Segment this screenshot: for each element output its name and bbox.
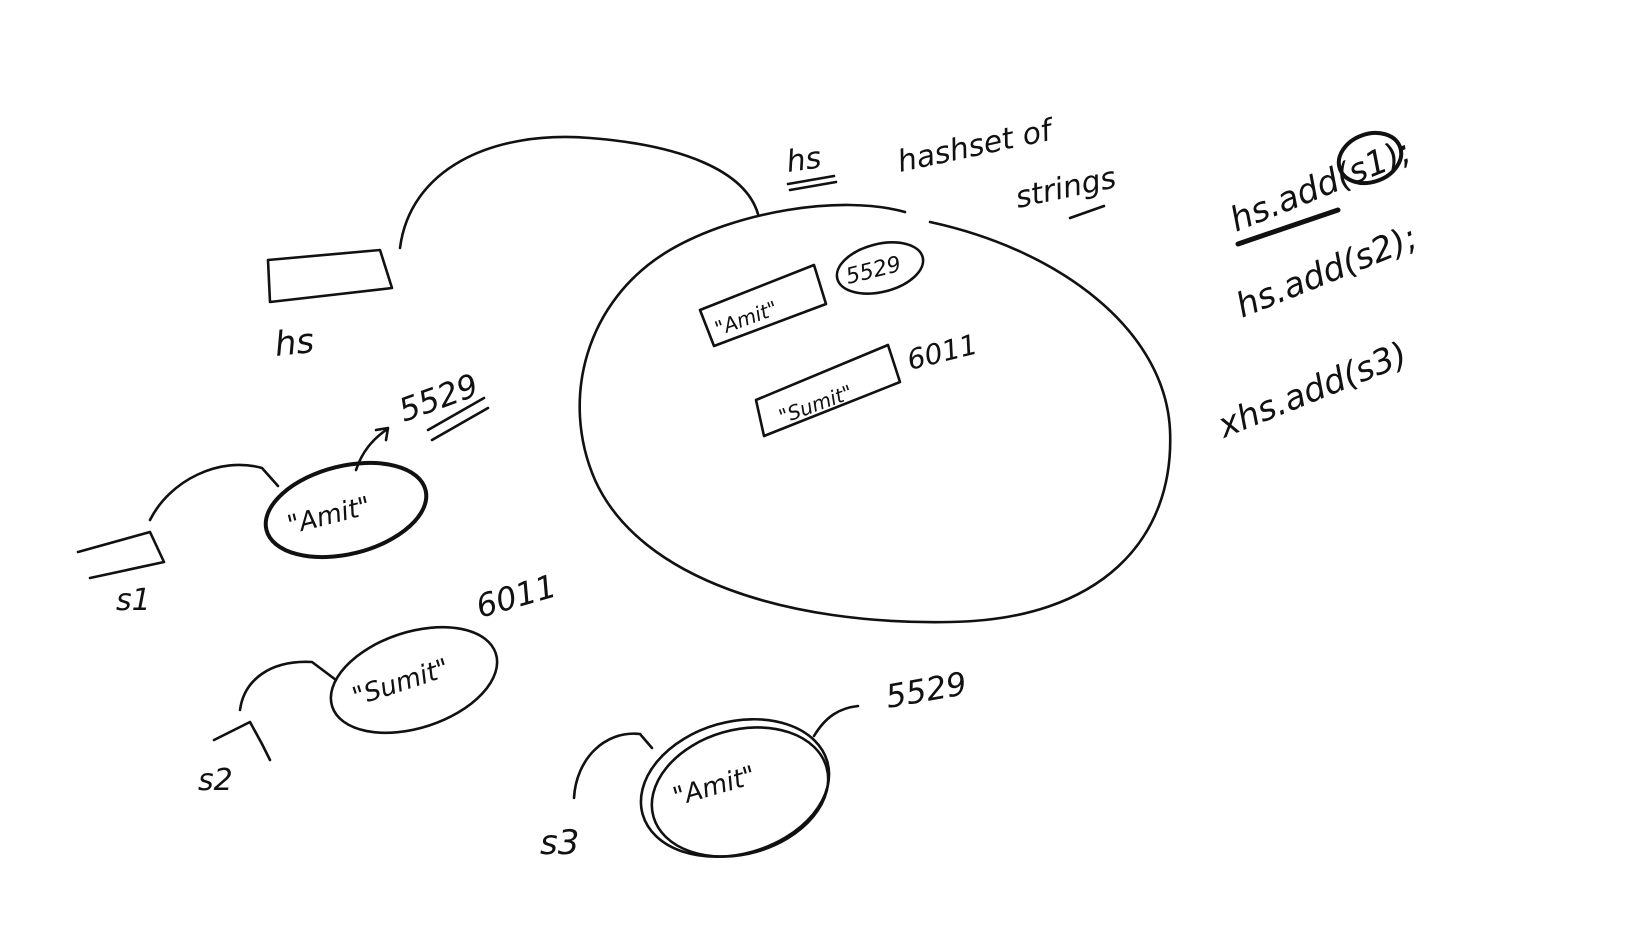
s2-label: s2 [198, 763, 233, 798]
s2-reference-box [212, 720, 272, 762]
hs-variable-label: hs [273, 321, 316, 365]
set-entry-box [754, 343, 902, 438]
s3-string-object-outline [650, 726, 830, 858]
hashset-label-underline [786, 174, 836, 186]
s1-hash-underline [426, 396, 486, 432]
s1-pointer-arrow [148, 463, 280, 522]
code-line-1-circle [1336, 130, 1404, 186]
s1-string-object [263, 460, 429, 560]
set-entry-hash-circle [835, 241, 925, 295]
s3-pointer-arrow [572, 732, 654, 800]
hs-pointer-arrow [398, 135, 760, 250]
hs-reference-box [266, 248, 394, 304]
set-entry-box [698, 263, 828, 348]
hashset-label: hs [784, 140, 823, 179]
s3-label: s3 [540, 823, 579, 863]
s1-reference-box [76, 530, 166, 580]
hashset-label-underline-2 [788, 180, 838, 192]
hs-variable: hs [266, 135, 760, 365]
s2-string-object [329, 625, 499, 735]
s1-hash-underline-2 [430, 406, 490, 442]
s1-hash-arrow [354, 428, 388, 472]
s1-label: s1 [116, 583, 151, 618]
s3-hash-connector [812, 704, 860, 738]
hashset-oval [578, 203, 1172, 624]
s1-hash-arrow-head [374, 426, 390, 442]
hashset-title-underline [1068, 204, 1106, 220]
s2-pointer-arrow [238, 660, 338, 712]
code-line-1-underline [1235, 207, 1341, 247]
